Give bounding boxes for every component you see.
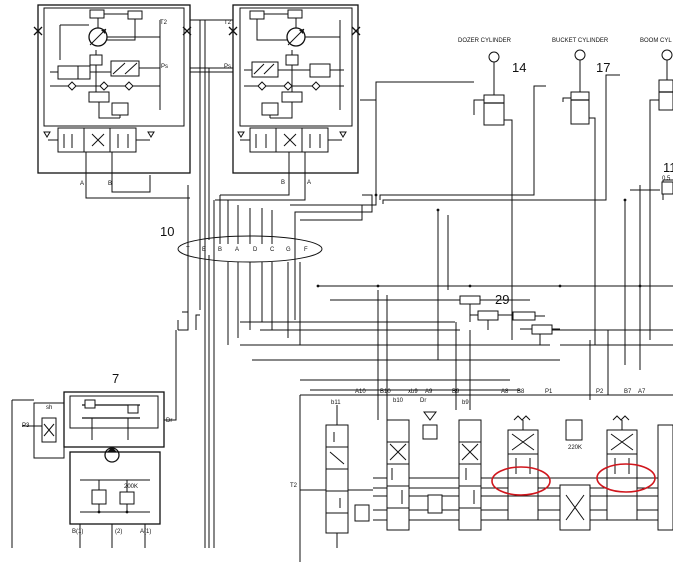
- left-pump-block: T2 Ps A B: [33, 4, 192, 199]
- label-a-left: A: [80, 181, 84, 187]
- port-label: A10: [355, 389, 366, 395]
- swivel-port: A: [235, 247, 239, 253]
- port-label: A7: [638, 389, 646, 395]
- port-label: P2: [596, 389, 604, 395]
- label-t2-left: T2: [160, 20, 168, 26]
- label-b-left: B: [108, 181, 112, 187]
- label-boom-cylinder: BOOM CYL: [640, 38, 672, 44]
- bottom-port-a1: A(1): [140, 529, 151, 535]
- pump-link-lines: [177, 19, 273, 548]
- highlight-circle: [491, 466, 551, 496]
- label-b10: b10: [393, 398, 404, 404]
- label-t2-lower: T2: [290, 483, 298, 489]
- label-b9: b9: [462, 400, 469, 406]
- label-14: 14: [512, 60, 526, 75]
- label-7: 7: [112, 371, 119, 386]
- swivel-port: D: [253, 247, 258, 253]
- dozer-cylinder: DOZER CYLINDER 14: [458, 38, 526, 340]
- label-10: 10: [160, 224, 174, 239]
- label-t2-right: T2: [224, 20, 232, 26]
- swivel-port: E: [202, 247, 206, 253]
- label-220k: 220K: [568, 445, 582, 451]
- label-200k: 200K: [124, 484, 138, 490]
- port-label: B9: [452, 389, 460, 395]
- port-label: xb9: [408, 389, 418, 395]
- swivel-port: F: [304, 247, 308, 253]
- label-dr-mid: Dr: [420, 398, 426, 404]
- label-dr-lower: Dr: [166, 418, 172, 424]
- port-label: A9: [425, 389, 433, 395]
- label-ps-right: Ps: [224, 64, 231, 70]
- bottom-port-2: (2): [115, 529, 122, 535]
- label-sh: sh: [46, 405, 52, 411]
- swivel-port: B: [218, 247, 222, 253]
- label-p3: P3: [22, 423, 30, 429]
- label-29: 29: [495, 292, 509, 307]
- port-label: P1: [545, 389, 553, 395]
- highlight-circle: [596, 463, 656, 493]
- control-valve-bank: T2 A10 B10 xb9 A9 B9 A8 B8 P1 P2 B7 A7 b…: [290, 389, 673, 562]
- label-0.5: 0.5: [662, 176, 671, 182]
- port-label: B8: [517, 389, 525, 395]
- cylinder-routing: 11 0.5: [240, 74, 673, 420]
- valve-port-labels: A10 B10 xb9 A9 B9 A8 B8 P1 P2 B7 A7: [355, 389, 646, 395]
- label-17: 17: [596, 60, 610, 75]
- label-b11: b11: [331, 400, 341, 406]
- swivel-port: C: [270, 247, 275, 253]
- port-label: B10: [380, 389, 391, 395]
- boom-cylinder: BOOM CYL: [640, 38, 673, 340]
- label-dozer-cylinder: DOZER CYLINDER: [458, 38, 512, 44]
- swivel-joint: T E B A D C G F 10: [160, 224, 323, 345]
- port-label: A8: [501, 389, 509, 395]
- swivel-port-labels: T E B A D C G F: [186, 247, 308, 253]
- bottom-port-b1: B(1): [72, 529, 83, 535]
- component-7: 7 P3 sh Dr 200K B(1) (2) A(1): [11, 330, 177, 548]
- swivel-port: T: [186, 247, 190, 253]
- port-label: B7: [624, 389, 632, 395]
- label-ps-left: Ps: [161, 64, 168, 70]
- component-29: 29: [455, 292, 560, 345]
- bucket-cylinder: BUCKET CYLINDER 17: [552, 38, 610, 345]
- swivel-port: G: [286, 247, 291, 253]
- label-bucket-cylinder: BUCKET CYLINDER: [552, 38, 609, 44]
- label-11: 11: [663, 160, 673, 175]
- label-b-right: B: [281, 180, 285, 186]
- right-pump-block: T2 Ps B A: [215, 4, 361, 201]
- label-a-right: A: [307, 180, 311, 186]
